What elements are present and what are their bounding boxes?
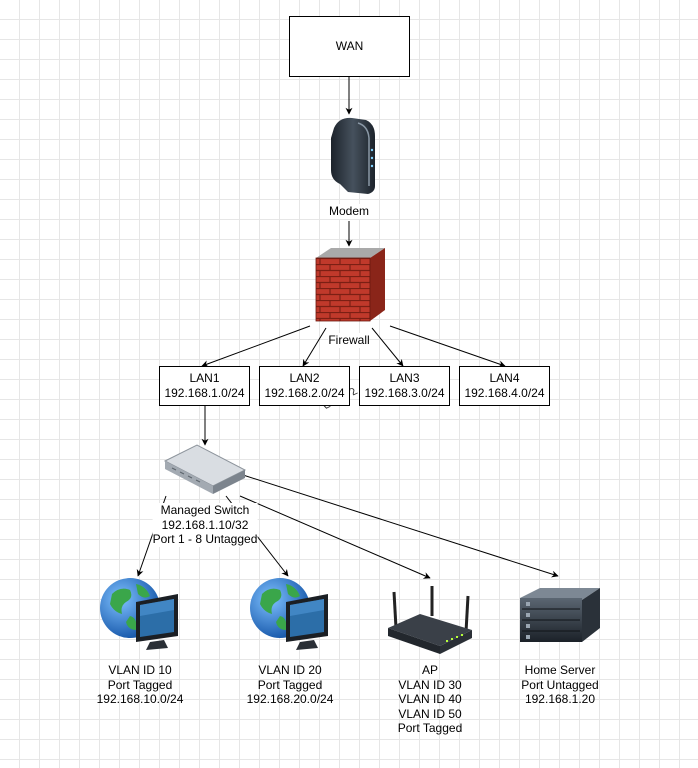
endpoint-label-ap: AP VLAN ID 30 VLAN ID 40 VLAN ID 50 Port… [398, 663, 463, 736]
server-icon [520, 588, 600, 642]
lan-subnet: 192.168.1.0/24 [164, 386, 245, 400]
lan-name: LAN1 [189, 371, 220, 385]
globe-monitor-icon [100, 578, 178, 650]
endpoint-line: 192.168.10.0/24 [96, 692, 184, 706]
lan-node: LAN2 192.168.2.0/24 [259, 366, 350, 406]
firewall-to-lan2-arrow [302, 327, 327, 367]
modem-label: Modem [328, 204, 370, 219]
lan-name: LAN2 [289, 371, 320, 385]
endpoint-line: VLAN ID 10 [108, 663, 172, 677]
firewall-to-lan4-arrow [389, 325, 506, 368]
endpoint-line: VLAN ID 30 [398, 677, 462, 692]
endpoint-label-server: Home Server Port Untagged 192.168.1.20 [521, 663, 598, 707]
endpoint-line: 192.168.20.0/24 [246, 692, 334, 706]
lan-node: LAN3 192.168.3.0/24 [359, 366, 450, 406]
endpoint-line: VLAN ID 50 [398, 706, 462, 721]
wireless-router-icon [388, 586, 472, 654]
endpoint-label-vlan20: VLAN ID 20 Port Tagged 192.168.20.0/24 [247, 663, 334, 707]
lan-subnet: 192.168.4.0/24 [464, 386, 545, 400]
endpoint-line: Port Tagged [257, 677, 323, 692]
lan-subnet: 192.168.2.0/24 [264, 386, 345, 400]
modem-label-text: Modem [328, 204, 370, 219]
endpoint-line: 192.168.1.20 [524, 692, 596, 706]
firewall-icon [315, 248, 385, 322]
globe-monitor-icon [250, 578, 328, 650]
switch-ip: 192.168.1.10/32 [152, 517, 258, 532]
wan-node: WAN [289, 16, 410, 77]
switch-to-server-arrow [242, 474, 559, 578]
endpoint-line: Port Untagged [521, 677, 599, 692]
endpoint-line: VLAN ID 20 [258, 663, 322, 677]
switch-ports: Port 1 - 8 Untagged [152, 532, 258, 547]
endpoint-label-vlan10: VLAN ID 10 Port Tagged 192.168.10.0/24 [97, 663, 184, 707]
wan-label: WAN [335, 39, 364, 53]
modem-icon [331, 117, 375, 194]
firewall-to-lan3-arrow [371, 327, 404, 367]
layer2-switch-icon: Layer 2 [163, 386, 361, 494]
lan-node: LAN1 192.168.1.0/24 [159, 366, 250, 406]
firewall-label-text: Firewall [328, 333, 370, 348]
lan-name: LAN3 [389, 371, 420, 385]
firewall-to-lan1-arrow [201, 325, 311, 368]
endpoint-line: Port Tagged [397, 721, 463, 735]
lan-node: LAN4 192.168.4.0/24 [459, 366, 550, 406]
lan-name: LAN4 [489, 371, 520, 385]
endpoint-line: VLAN ID 40 [398, 692, 462, 706]
firewall-label: Firewall [328, 333, 370, 348]
switch-to-ap-arrow [239, 495, 431, 579]
switch-label: Managed Switch 192.168.1.10/32 Port 1 - … [152, 503, 258, 547]
endpoint-line: AP [421, 663, 438, 677]
lan-subnet: 192.168.3.0/24 [364, 386, 445, 400]
endpoint-line: Port Tagged [107, 677, 173, 692]
switch-name: Managed Switch [152, 503, 258, 518]
endpoint-line: Home Server [524, 663, 596, 677]
